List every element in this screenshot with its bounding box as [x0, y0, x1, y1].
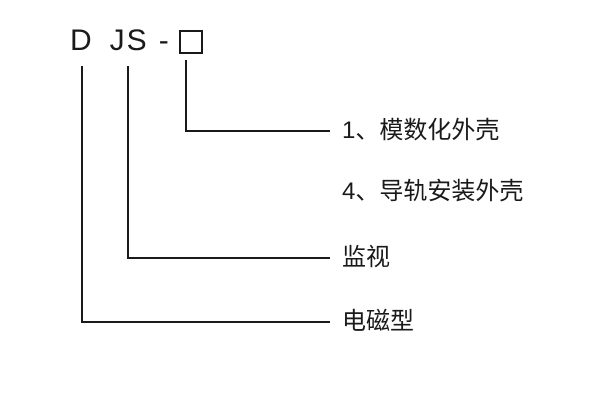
model-code-separator: -	[158, 24, 169, 57]
model-code-placeholder-box	[178, 30, 203, 54]
label-enclosure-option-1: 1、模数化外壳	[342, 117, 500, 144]
label-function: 监视	[342, 244, 390, 271]
connector-function-letters	[127, 66, 330, 259]
connector-placeholder-box	[185, 60, 330, 132]
model-code: D JS -	[70, 26, 203, 56]
connector-type-letter	[81, 66, 330, 323]
model-code-function-letters: JS	[109, 24, 149, 57]
label-type: 电磁型	[342, 308, 414, 335]
label-enclosure-option-4: 4、导轨安装外壳	[342, 178, 524, 205]
model-code-type-letter: D	[70, 24, 92, 57]
